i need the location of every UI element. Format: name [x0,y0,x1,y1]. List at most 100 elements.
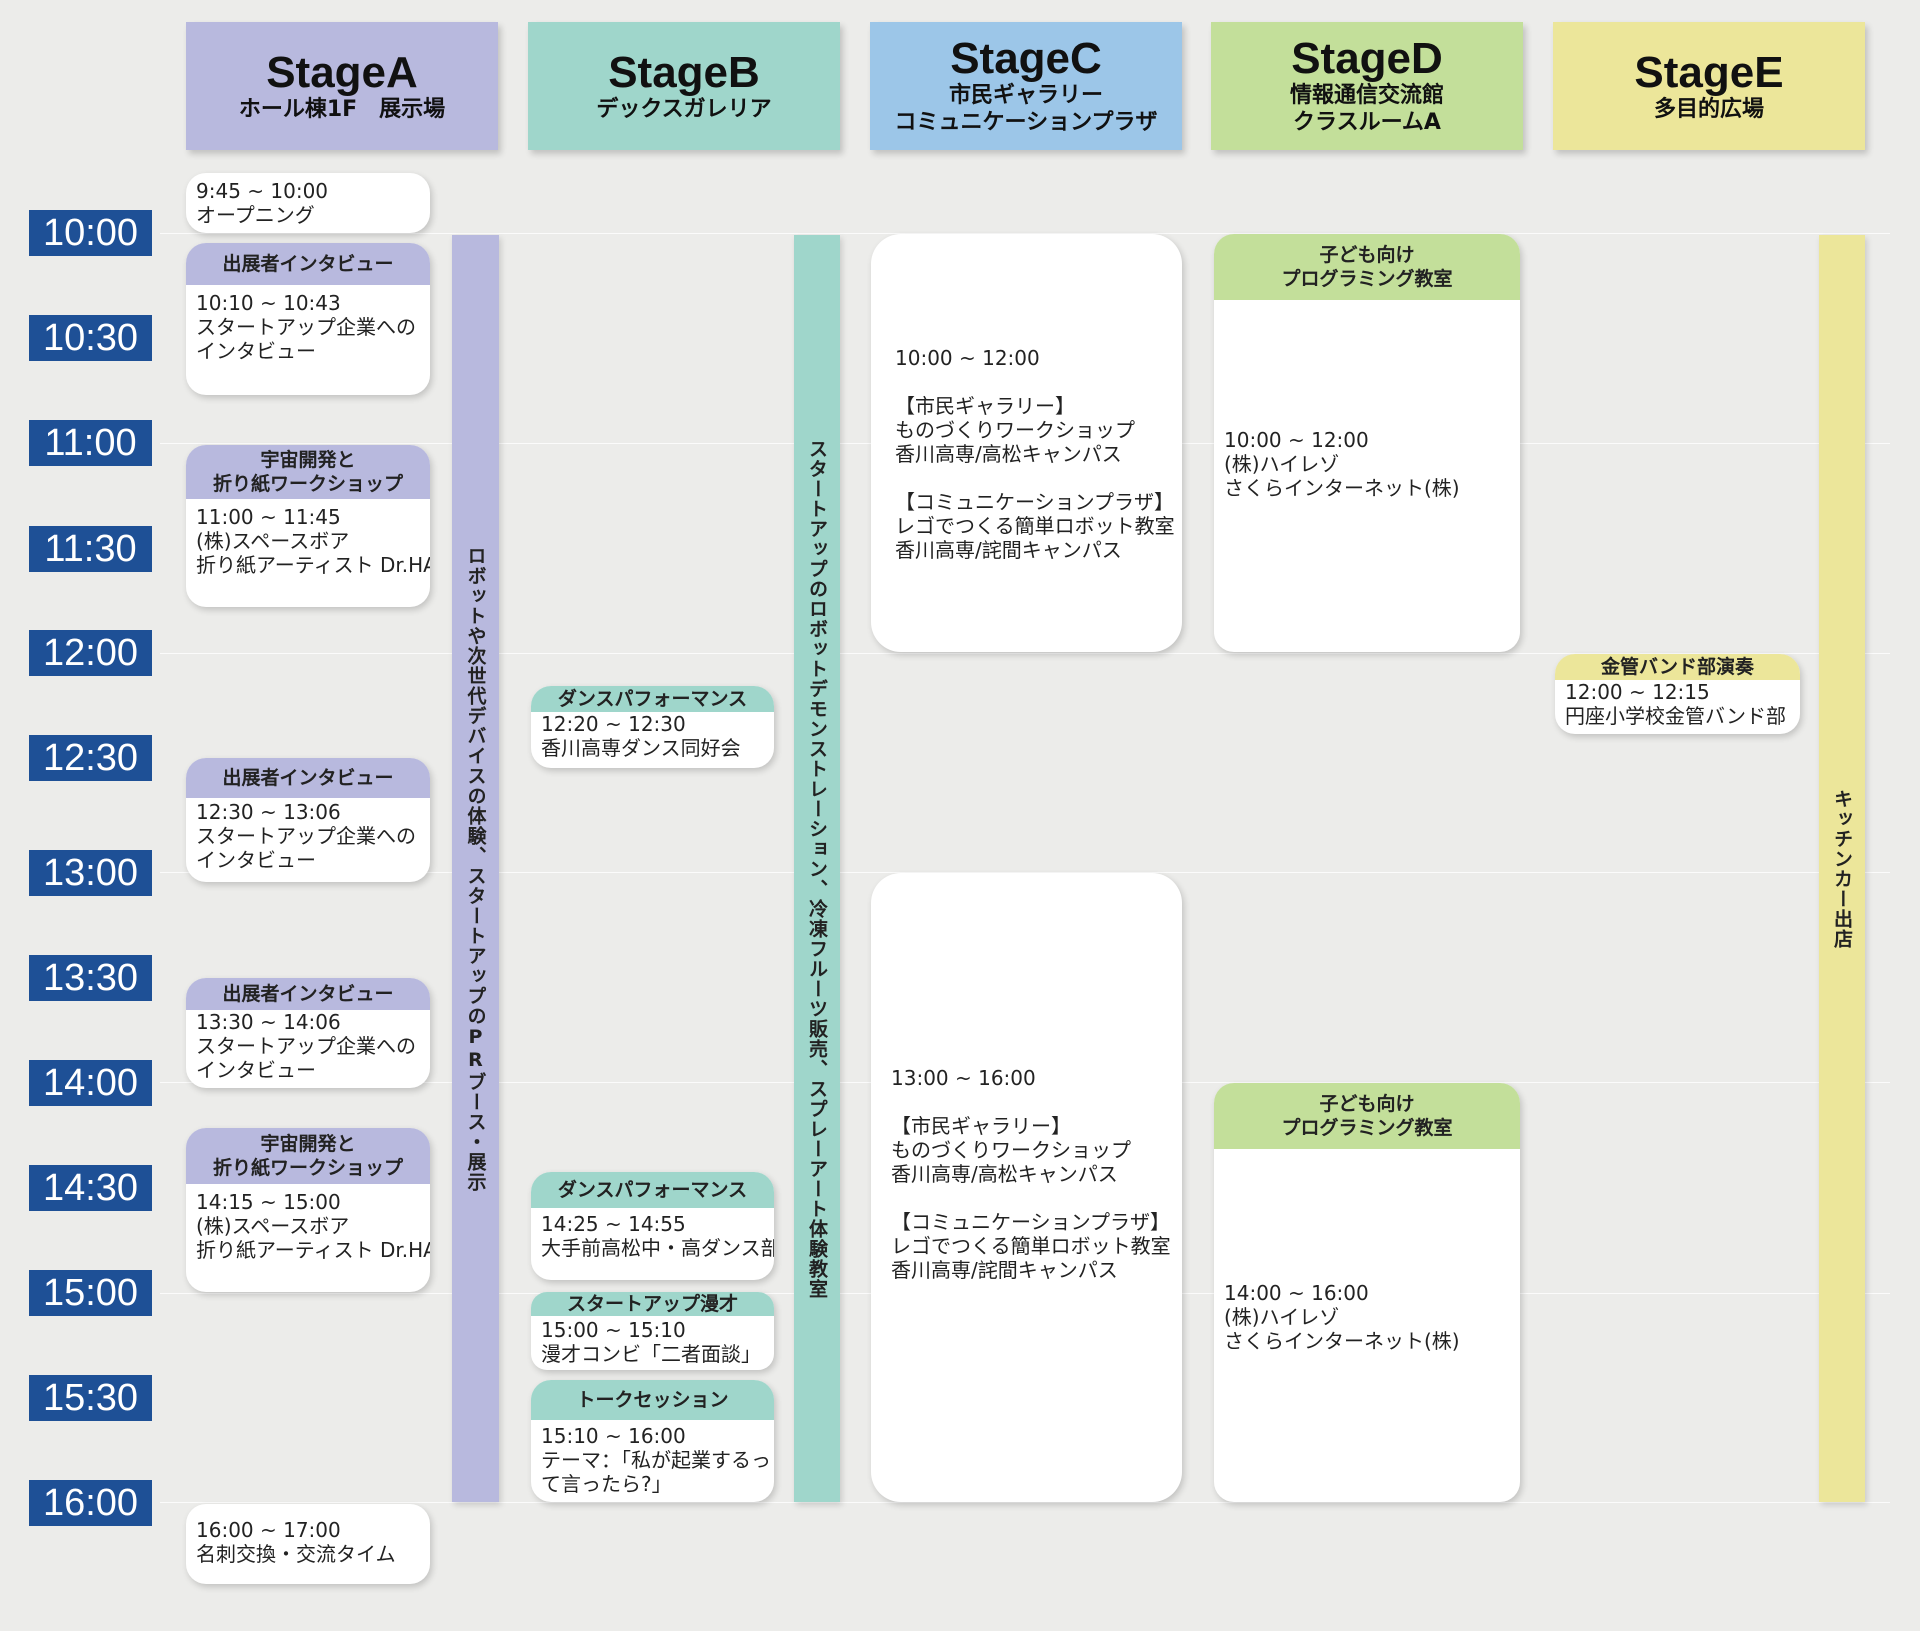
event-title: スタートアップ漫才 [566,1293,738,1315]
event-detail: 円座小学校金管バンド部 [1565,704,1786,728]
closing-time: 16:00 ~ 17:00 [196,1518,341,1542]
event-detail: ものづくりワークショップ [891,1138,1131,1162]
event-detail: 大手前高松中・高ダンス部 [541,1236,774,1260]
stage-a-event-card: 出展者インタビュー 12:30 ~ 13:06 スタートアップ企業への インタビ… [186,758,430,882]
event-title: ダンスパフォーマンス [557,688,748,710]
event-detail: スタートアップ企業への [196,1034,416,1058]
event-title: 子ども向け [1319,244,1415,266]
stage-b-demo-text: スタートアップのロボットデモンストレーション、冷凍フルーツ販売、スプレーアート体… [806,438,828,1299]
grid-line [160,653,1890,654]
event-time: 12:30 ~ 13:06 [196,800,341,824]
time-label-1030: 10:30 [29,315,152,361]
event-detail: (株)スペースボア [196,529,350,553]
event-time: 12:00 ~ 12:15 [1565,680,1710,704]
event-detail: 【コミュニケーションプラザ】 [895,490,1174,514]
stage-c-workshop-card: 13:00 ~ 16:00 【市民ギャラリー】 ものづくりワークショップ 香川高… [871,873,1182,1502]
event-detail: インタビュー [196,848,316,872]
event-time: 13:00 ~ 16:00 [891,1066,1036,1090]
event-detail [891,1090,1160,1114]
stage-d-header: StageD 情報通信交流館 クラスルームA [1211,22,1523,150]
event-detail: インタビュー [196,339,316,363]
event-detail: レゴでつくる簡単ロボット教室 [895,514,1175,538]
event-title: 折り紙ワークショップ [212,473,403,495]
event-time: 11:00 ~ 11:45 [196,505,341,529]
event-detail: テーマ：「私が起業するっ [541,1448,771,1472]
event-detail: 香川高専ダンス同好会 [541,736,741,760]
closing-text: 名刺交換・交流タイム [196,1542,396,1566]
stage-c-header: StageC 市民ギャラリー コミュニケーションプラザ [870,22,1182,150]
stage-d-programming-card: 子ども向け プログラミング教室 10:00 ~ 12:00 (株)ハイレゾ さく… [1214,234,1520,652]
time-label-1330: 13:30 [29,955,152,1001]
event-time: 13:30 ~ 14:06 [196,1010,341,1034]
event-detail: て言ったら?」 [541,1472,672,1496]
event-time: 15:10 ~ 16:00 [541,1424,686,1448]
stage-b-name: StageB [608,47,760,97]
closing-card: 16:00 ~ 17:00 名刺交換・交流タイム [186,1504,430,1584]
event-detail: (株)スペースボア [196,1214,350,1238]
event-detail: 【コミュニケーションプラザ】 [891,1210,1170,1234]
opening-card: 9:45 ~ 10:00 オープニング [186,173,430,233]
event-detail: 折り紙アーティスト Dr.HAL [196,1238,430,1262]
time-label-1530: 15:30 [29,1375,152,1421]
time-label-1600: 16:00 [29,1480,152,1526]
stage-b-event-card: ダンスパフォーマンス 12:20 ~ 12:30 香川高専ダンス同好会 [531,686,774,768]
event-title: 金管バンド部演奏 [1601,656,1754,678]
event-time: 12:20 ~ 12:30 [541,712,686,736]
event-detail: スタートアップ企業への [196,315,416,339]
event-detail: さくらインターネット(株) [1224,1329,1460,1353]
event-title: プログラミング教室 [1281,268,1453,290]
stage-d-location-1: 情報通信交流館 [1289,83,1444,108]
event-detail: インタビュー [196,1058,316,1082]
event-detail: (株)ハイレゾ [1224,452,1340,476]
stage-b-location: デックスガレリア [596,96,772,122]
event-time: 14:15 ~ 15:00 [196,1190,341,1214]
stage-b-event-card: スタートアップ漫才 15:00 ~ 15:10 漫才コンビ「二者面談」 [531,1292,774,1370]
event-time: 14:25 ~ 14:55 [541,1212,686,1236]
event-title: 子ども向け [1319,1093,1415,1115]
event-title: 出展者インタビュー [222,767,394,789]
stage-e-kitchen-text: キッチンカー出店 [1831,788,1853,949]
stage-a-event-card: 出展者インタビュー 13:30 ~ 14:06 スタートアップ企業への インタビ… [186,978,430,1088]
stage-a-name: StageA [266,47,418,97]
event-title: 宇宙開発と [260,449,356,471]
event-title: 宇宙開発と [260,1133,356,1155]
grid-line [160,1502,1890,1503]
time-label-1100: 11:00 [29,420,152,466]
event-title: ダンスパフォーマンス [557,1179,748,1201]
event-time: 10:00 ~ 12:00 [1224,428,1369,452]
event-time: 10:00 ~ 12:00 [895,346,1040,370]
event-detail: レゴでつくる簡単ロボット教室 [891,1234,1171,1258]
stage-e-location: 多目的広場 [1653,96,1764,122]
stage-c-workshop-card: 10:00 ~ 12:00 【市民ギャラリー】 ものづくりワークショップ 香川高… [871,234,1182,652]
event-detail: 漫才コンビ「二者面談」 [541,1342,761,1366]
event-detail: ものづくりワークショップ [895,418,1135,442]
event-title: 出展者インタビュー [222,983,394,1005]
time-label-1300: 13:00 [29,850,152,896]
stage-c-location-2: コミュニケーションプラザ [894,110,1158,135]
stage-b-header: StageB デックスガレリア [528,22,840,150]
event-detail [891,1186,1160,1210]
opening-time: 9:45 ~ 10:00 [196,179,329,203]
event-detail: 【市民ギャラリー】 [891,1114,1071,1138]
stage-a-exhibit-bar: ロボットや次世代デバイスの体験、スタートアップのPRブース・展示 [452,235,499,1502]
stage-d-location-2: クラスルームA [1293,110,1441,135]
stage-a-event-card: 宇宙開発と 折り紙ワークショップ 14:15 ~ 15:00 (株)スペースボア… [186,1128,430,1292]
event-detail: さくらインターネット(株) [1224,476,1460,500]
stage-a-header: StageA ホール棟1F 展示場 [186,22,498,150]
stage-a-event-card: 出展者インタビュー 10:10 ~ 10:43 スタートアップ企業への インタビ… [186,243,430,395]
event-detail: スタートアップ企業への [196,824,416,848]
event-detail: 香川高専/詫間キャンパス [895,538,1122,562]
stage-b-event-card: トークセッション 15:10 ~ 16:00 テーマ：「私が起業するっ て言った… [531,1380,774,1502]
time-label-1400: 14:00 [29,1060,152,1106]
time-label-1230: 12:30 [29,735,152,781]
event-title: 折り紙ワークショップ [212,1157,403,1179]
stage-c-location-1: 市民ギャラリー [948,83,1103,108]
time-label-1130: 11:30 [29,526,152,572]
stage-b-event-card: ダンスパフォーマンス 14:25 ~ 14:55 大手前高松中・高ダンス部 [531,1172,774,1280]
event-detail [895,370,1160,394]
event-time: 10:10 ~ 10:43 [196,291,341,315]
stage-d-name: StageD [1291,34,1443,83]
event-detail: 折り紙アーティスト Dr.HAL [196,553,430,577]
event-title: トークセッション [576,1389,729,1411]
time-label-1000: 10:00 [29,210,152,256]
